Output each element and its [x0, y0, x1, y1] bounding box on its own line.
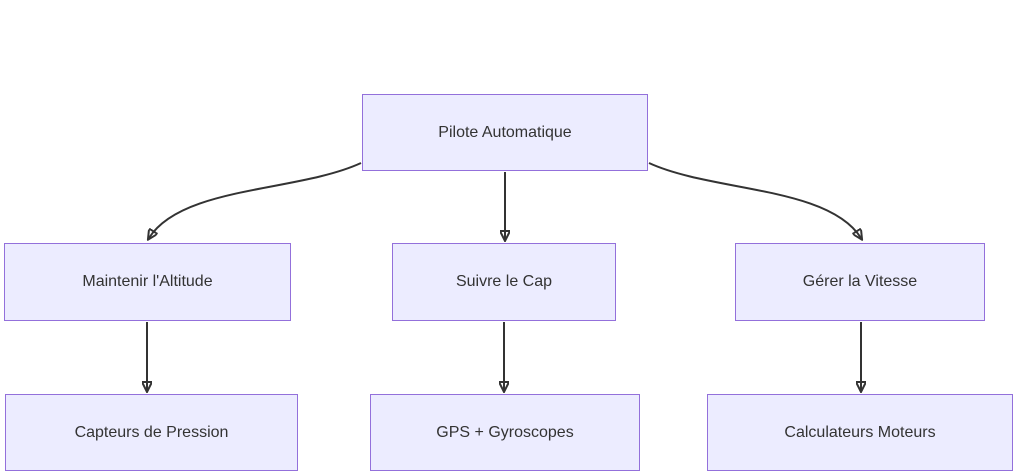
node-capteurs-de-pression: Capteurs de Pression [5, 394, 298, 471]
node-label: Capteurs de Pression [74, 423, 229, 441]
node-maintenir-altitude: Maintenir l'Altitude [4, 243, 291, 321]
node-label: Pilote Automatique [438, 123, 572, 141]
node-label: Maintenir l'Altitude [82, 273, 213, 291]
edge-pilote-vitesse [648, 162, 861, 238]
node-gerer-la-vitesse: Gérer la Vitesse [735, 243, 985, 321]
node-gps-gyroscopes: GPS + Gyroscopes [370, 394, 640, 471]
node-calculateurs-moteurs: Calculateurs Moteurs [707, 394, 1013, 471]
node-pilote-automatique: Pilote Automatique [362, 94, 648, 171]
node-label: Gérer la Vitesse [802, 273, 918, 291]
node-suivre-le-cap: Suivre le Cap [392, 243, 616, 321]
node-label: Calculateurs Moteurs [784, 423, 936, 441]
node-label: Suivre le Cap [455, 273, 553, 291]
edge-pilote-altitude [149, 162, 362, 238]
node-label: GPS + Gyroscopes [436, 423, 574, 441]
